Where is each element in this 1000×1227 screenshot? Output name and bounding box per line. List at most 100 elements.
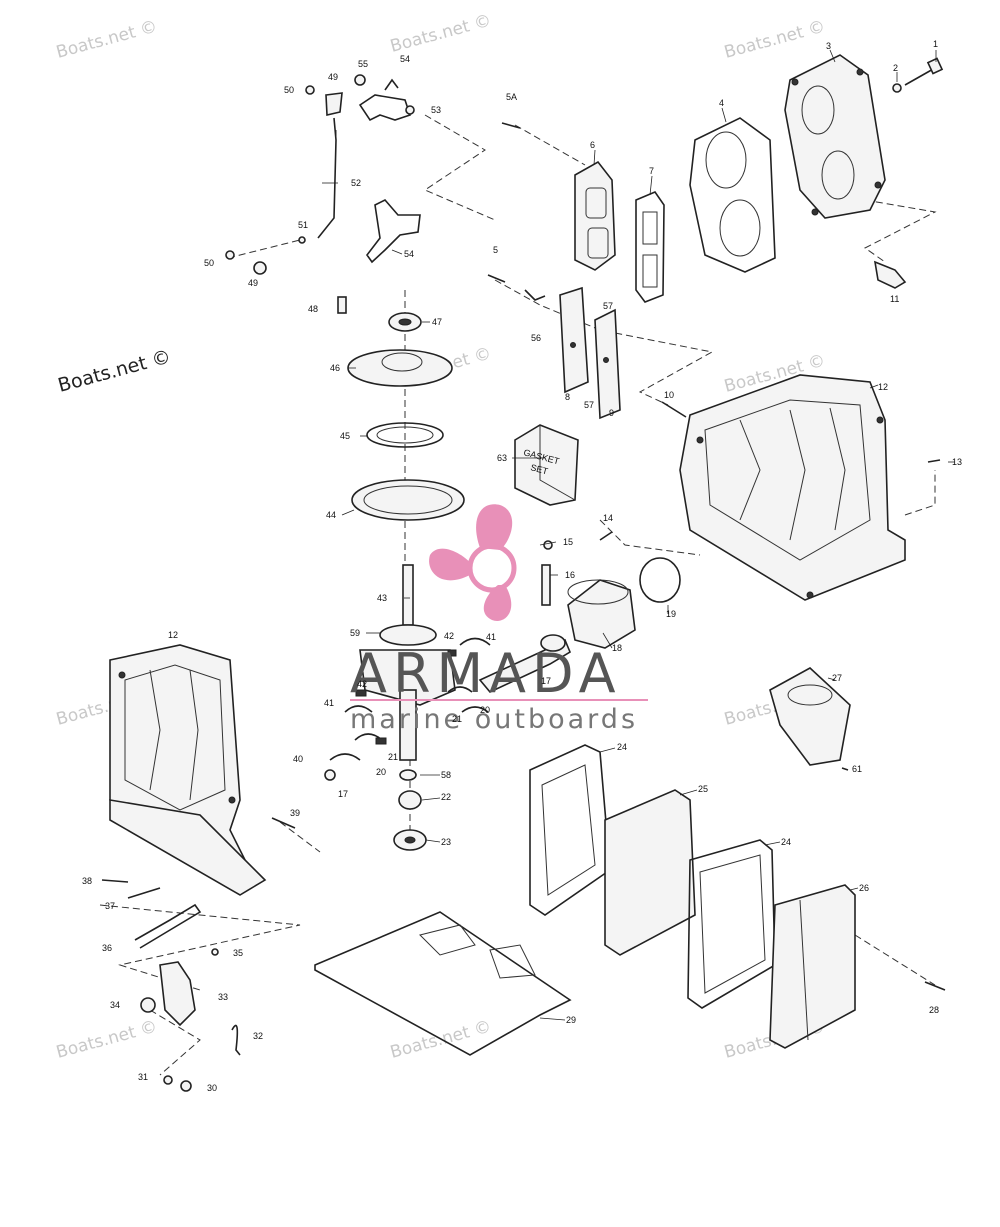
callout-number: 12 (878, 382, 888, 392)
callout-number: 29 (566, 1015, 576, 1025)
rod-bearings (324, 637, 491, 781)
callout-number: 21 (452, 714, 462, 724)
propeller-blade-icon (483, 585, 512, 621)
callout-number: 38 (82, 876, 92, 886)
callout-number: 13 (952, 457, 962, 467)
transfer-plates (524, 286, 621, 420)
callout-number: 24 (617, 742, 627, 752)
crankcase-lower (109, 644, 267, 896)
callout-number: 34 (110, 1000, 120, 1010)
side-plates (529, 744, 856, 1049)
callout-number: 47 (432, 317, 442, 327)
callout-number: 44 (326, 510, 336, 520)
gasket-set-box: GASKET SET (514, 424, 579, 506)
callout-number: 50 (204, 258, 214, 268)
callout-number: 14 (603, 513, 613, 523)
callout-number: 37 (105, 901, 115, 911)
callout-number: 63 (497, 453, 507, 463)
callout-number: 55 (358, 59, 368, 69)
callout-number: 28 (929, 1005, 939, 1015)
propeller-hub-icon (467, 543, 517, 593)
brand-logo: ARMADA marine outboards (350, 504, 648, 735)
callout-number: 10 (664, 390, 674, 400)
watermark: Boats.net © (388, 11, 493, 57)
leader-lines (322, 49, 955, 1021)
callout-number: 46 (330, 363, 340, 373)
callout-number: 12 (168, 630, 178, 640)
callout-number: 11 (890, 294, 899, 304)
callout-number: 49 (248, 278, 258, 288)
watermark: Boats.net © (56, 346, 174, 397)
magneto-stack (337, 296, 465, 521)
callout-number: 57 (603, 301, 613, 311)
callout-number: 36 (102, 943, 112, 953)
callout-number: 45 (340, 431, 350, 441)
callout-number: 4 (719, 98, 724, 108)
callout-number: 25 (698, 784, 708, 794)
callout-number: 15 (563, 537, 573, 547)
gasket-set-label: SET (529, 462, 549, 476)
callout-number: 20 (376, 767, 386, 777)
callout-number: 2 (893, 63, 898, 73)
brand-tagline: marine outboards (350, 704, 638, 735)
callout-number: 1 (933, 39, 938, 49)
callout-number: 21 (388, 752, 398, 762)
callout-number: 23 (441, 837, 451, 847)
propeller-blade-icon (429, 548, 472, 581)
callout-number: 8 (565, 392, 570, 402)
callout-number: 35 (233, 948, 243, 958)
crankcase-fasteners (101, 817, 296, 1092)
intake-cover (769, 459, 946, 991)
callout-number: 26 (859, 883, 869, 893)
callout-number: 33 (218, 992, 228, 1002)
base-gasket (314, 911, 572, 1056)
callout-number: 49 (328, 72, 338, 82)
connecting-rod (478, 634, 572, 693)
callout-number: 53 (431, 105, 441, 115)
callout-number: 19 (666, 609, 676, 619)
callout-number: 17 (541, 676, 551, 686)
crankcase-upper (679, 374, 906, 601)
callout-number: 42 (444, 631, 454, 641)
callout-number: 27 (832, 673, 842, 683)
watermark: Boats.net © (722, 17, 827, 63)
watermark: Boats.net © (54, 1017, 159, 1063)
callout-number: 24 (781, 837, 791, 847)
watermark: Boats.net © (54, 17, 159, 63)
callout-number: 54 (404, 249, 414, 259)
callout-number: 41 (324, 698, 334, 708)
callout-number: 48 (308, 304, 318, 314)
bypass-gasket (635, 191, 665, 303)
callout-number: 17 (338, 789, 348, 799)
callout-number: 5A (506, 92, 517, 102)
callout-number: 58 (441, 770, 451, 780)
callout-number: 32 (253, 1031, 263, 1041)
callout-number: 50 (284, 85, 294, 95)
propeller-blade-icon (476, 504, 513, 550)
callout-number: 30 (207, 1083, 217, 1093)
callout-number: 57 (584, 400, 594, 410)
brand-name: ARMADA (350, 642, 622, 705)
callout-number: 41 (486, 632, 496, 642)
callout-number: 52 (351, 178, 361, 188)
callout-number: 56 (531, 333, 541, 343)
callout-number: 43 (377, 593, 387, 603)
callout-number: 54 (400, 54, 410, 64)
callout-number: 22 (441, 792, 451, 802)
cylinder-head-cover (784, 54, 886, 219)
callout-number: 40 (293, 754, 303, 764)
callout-number: 39 (290, 808, 300, 818)
crankshaft (359, 564, 456, 851)
throttle-linkage (225, 74, 421, 275)
callout-number: 3 (826, 41, 831, 51)
callout-number: 59 (350, 628, 360, 638)
callout-number: 7 (649, 166, 654, 176)
callout-number: 42 (357, 679, 367, 689)
bypass-cover (574, 160, 616, 271)
head-gasket (689, 117, 776, 273)
head-cover-bolt (892, 57, 944, 93)
callout-number: 5 (493, 245, 498, 255)
callout-number: 51 (298, 220, 308, 230)
callout-number: 6 (590, 140, 595, 150)
